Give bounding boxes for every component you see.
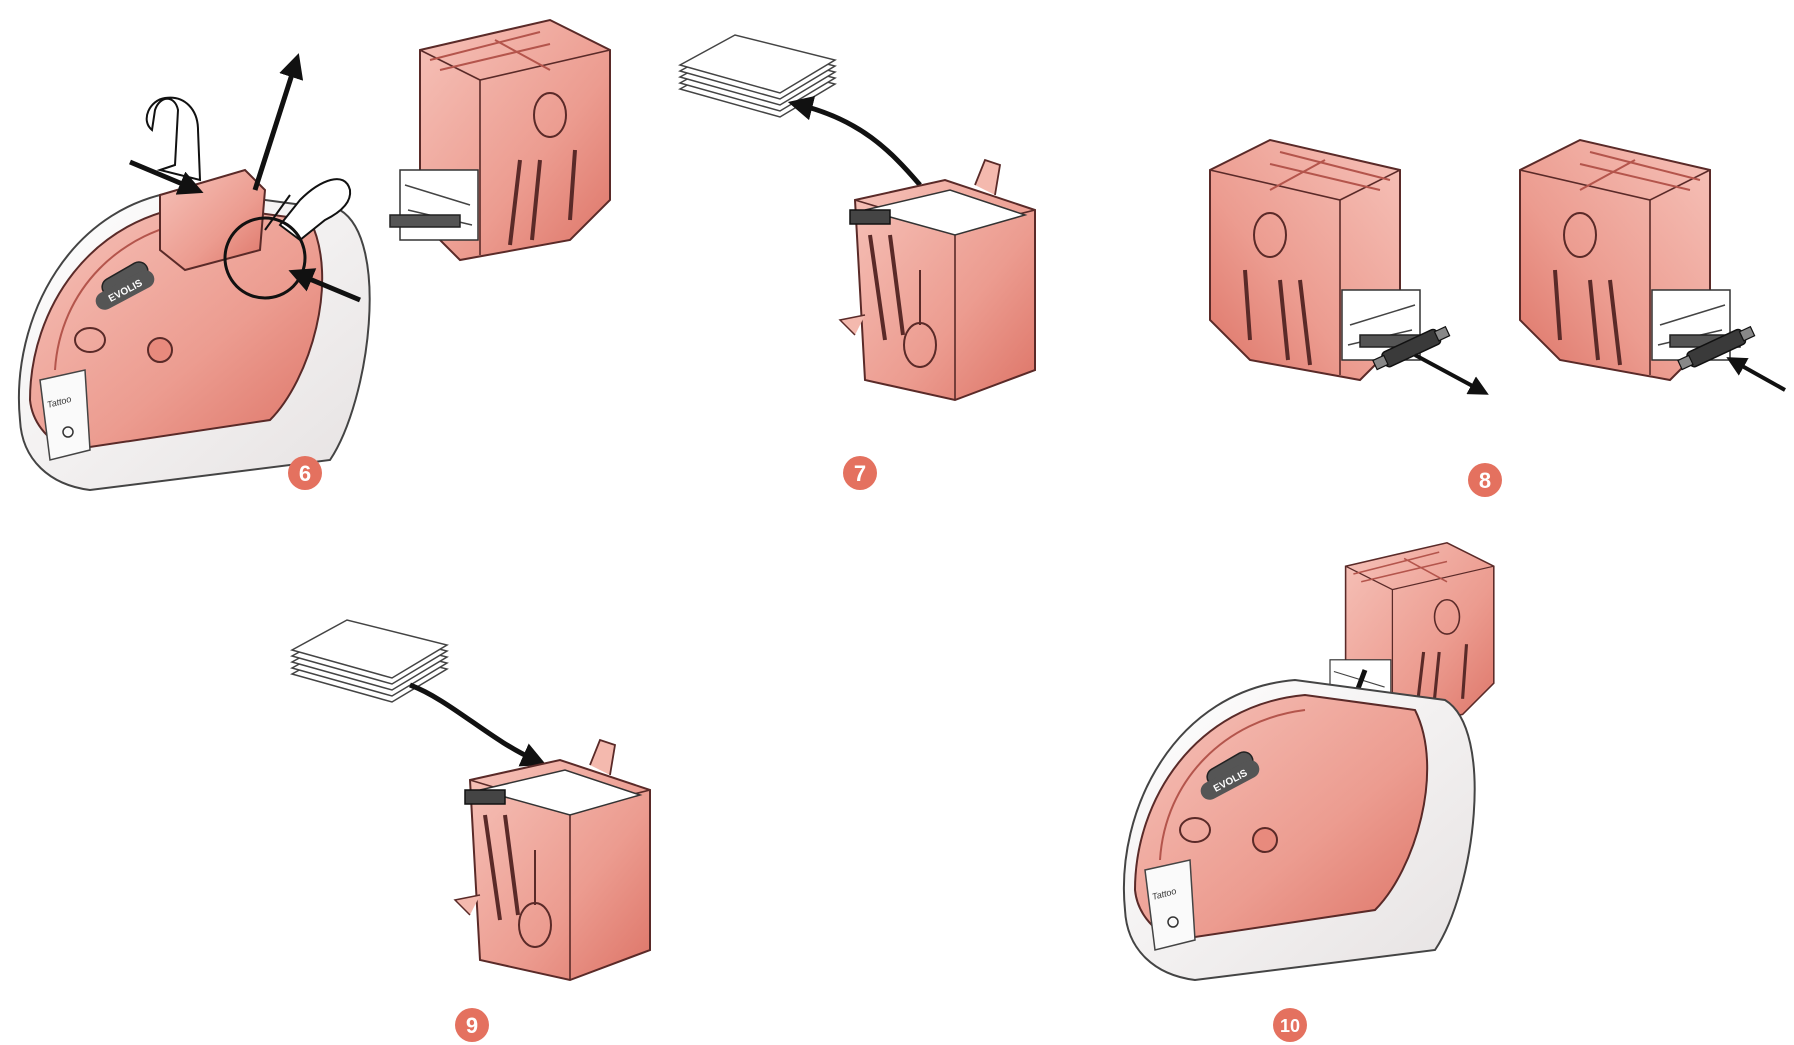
card-stack-icon xyxy=(680,35,835,117)
svg-text:9: 9 xyxy=(466,1013,478,1038)
step-8-illustration: 8 xyxy=(1210,140,1785,497)
svg-text:7: 7 xyxy=(854,461,866,486)
step-7-badge: 7 xyxy=(843,456,877,490)
arrow-in-icon xyxy=(1735,362,1785,390)
step-9-illustration: 9 xyxy=(292,620,650,1042)
curved-arrow-icon xyxy=(410,685,535,760)
step-7-illustration: 7 xyxy=(680,35,1035,490)
printer-icon xyxy=(1124,680,1475,980)
hopper-open-icon xyxy=(455,740,650,980)
step-10-badge: 10 xyxy=(1273,1008,1307,1042)
svg-text:10: 10 xyxy=(1280,1016,1300,1036)
hopper-icon xyxy=(1210,140,1430,380)
step-9-badge: 9 xyxy=(455,1008,489,1042)
step-10-illustration: EVOLIS Tattoo 10 xyxy=(1124,543,1494,1042)
hopper-open-icon xyxy=(840,160,1035,400)
arrow-up-icon xyxy=(255,65,295,190)
step-8-badge: 8 xyxy=(1468,463,1502,497)
hopper-icon xyxy=(390,20,610,260)
svg-text:6: 6 xyxy=(299,461,311,486)
curved-arrow-icon xyxy=(800,105,920,185)
step-6-badge: 6 xyxy=(288,456,322,490)
arrow-out-icon xyxy=(1415,355,1480,390)
svg-text:8: 8 xyxy=(1479,468,1491,493)
step-6-illustration: EVOLIS Tattoo 6 xyxy=(19,20,610,490)
